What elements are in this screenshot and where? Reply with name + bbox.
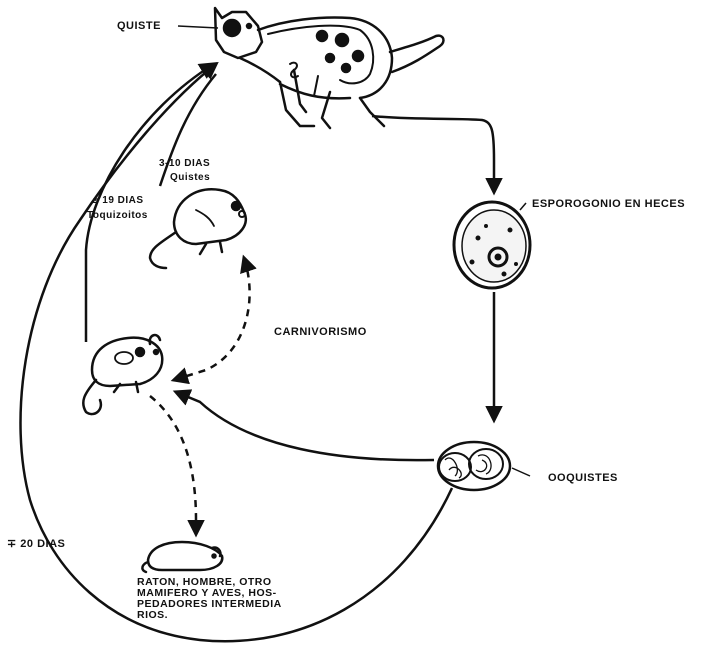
label-quistes: Quistes: [170, 172, 210, 184]
arrow-mouse-to-rodent: [150, 396, 196, 534]
label-days-20: ∓ 20 DIAS: [7, 538, 65, 550]
label-quiste: QUISTE: [117, 20, 161, 32]
oocysts-cluster-icon: [438, 442, 510, 490]
arrow-oocysts-to-cat-outer: [20, 64, 452, 641]
label-carnivorismo: CARNIVORISMO: [274, 326, 367, 338]
label-days-19: ± 19 DIAS: [93, 195, 144, 207]
sporulating-oocyst-icon: [454, 202, 530, 288]
arrow-cat-to-sporogony: [372, 116, 494, 192]
small-rodent-icon: [142, 542, 222, 572]
label-esporogonio: ESPOROGONIO EN HECES: [532, 198, 685, 210]
quiste-pointer: [178, 26, 218, 28]
esporogonio-pointer: [520, 203, 526, 210]
label-hospedadores: RATON, HOMBRE, OTRO MAMIFERO Y AVES, HOS…: [137, 577, 307, 621]
cat-icon: [215, 8, 443, 128]
label-ooquistes: OOQUISTES: [548, 472, 618, 484]
ooquistes-pointer: [512, 468, 530, 476]
arrow-carnivorismo: [174, 258, 250, 380]
label-toquizoitos: Toquizoitos: [87, 210, 148, 222]
label-days-3-10: 3-10 DIAS: [159, 158, 210, 170]
mouse-lower-icon: [83, 335, 162, 414]
mouse-upper-icon: [150, 189, 246, 268]
arrow-oocysts-to-mouse: [176, 392, 434, 460]
